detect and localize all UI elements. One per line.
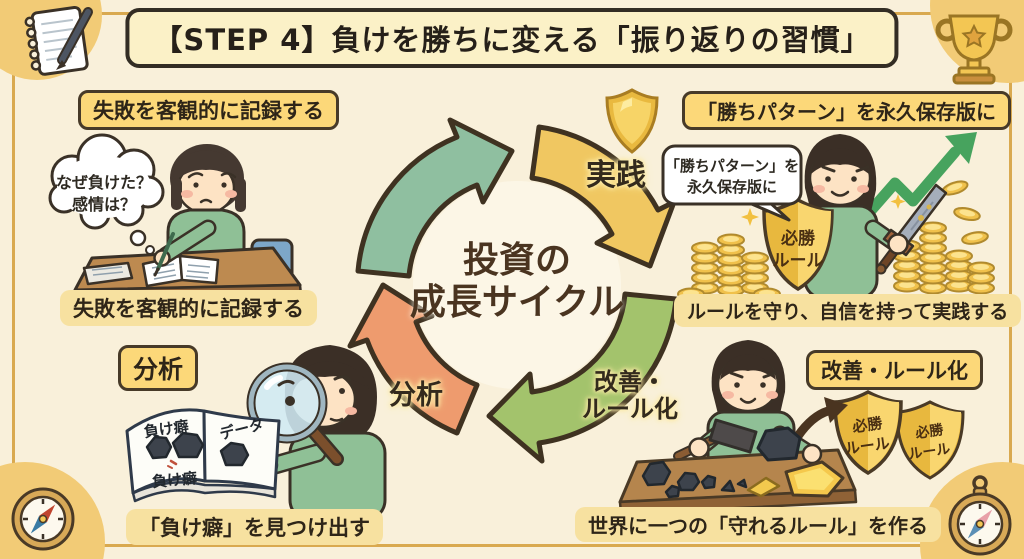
sword-hand — [887, 233, 909, 255]
stone-accent-marks — [167, 465, 173, 469]
shield2-text-line1: 必勝 — [913, 421, 945, 442]
coin-stack-left — [677, 233, 781, 301]
compass-icon — [11, 487, 75, 551]
thought-bubble: なぜ負けた？ 感情は？ — [48, 133, 165, 255]
person-analyzing — [265, 345, 387, 522]
pocket-compass-icon — [948, 475, 1012, 556]
sword — [875, 183, 948, 275]
cycle-arrow-improve — [486, 291, 679, 464]
analysis-badge: 分析 — [118, 345, 199, 391]
pen-icon — [56, 7, 93, 70]
speech-bubble: 「勝ちパターン」を 永久保存版に — [661, 144, 803, 222]
victory-shield: 必勝 ルール — [762, 198, 834, 292]
stone-carving — [756, 426, 802, 462]
hammer — [673, 418, 758, 461]
speech-text-line1: 「勝ちパターン」を — [665, 157, 799, 175]
sparkle-icon — [741, 208, 759, 226]
stone-accent-marks — [169, 459, 178, 466]
speech-text-line2: 永久保存版に — [686, 178, 777, 196]
magnified-eye — [285, 396, 295, 406]
open-book: 負け癖 データ 負け癖 — [125, 408, 281, 503]
cycle-label-improve-line1: 改善・ — [594, 368, 666, 396]
growth-cycle-diagram — [347, 117, 679, 464]
victory-shield-2: 必勝 ルール — [895, 400, 965, 480]
cycle-center-line2: 成長サイクル — [409, 282, 625, 324]
stone — [171, 431, 205, 459]
thought-text-line1: なぜ負けた？ — [56, 173, 152, 192]
improve-caption: 世界に一つの「守れるルール」を作る — [575, 507, 941, 542]
cycle-label-improve: 改善・ ルール化 — [582, 369, 678, 423]
shield2-text-line2: ルール — [908, 441, 952, 463]
cycle-center-line1: 投資の — [462, 240, 572, 281]
win-pattern-caption: ルールを守り、自信を持って実践する — [674, 294, 1022, 327]
cycle-arrow-record — [355, 117, 515, 279]
cycle-inner-bg — [413, 181, 621, 389]
cycle-label-improve-line2: ルール化 — [582, 394, 678, 423]
shield-text-line1: 必勝 — [780, 228, 816, 249]
hand-on-stone — [801, 443, 823, 465]
victory-shield-1: 必勝 ルール — [833, 390, 903, 476]
record-scene-illustration: なぜ負けた？ 感情は？ — [48, 133, 303, 302]
gold-fragments — [746, 460, 845, 498]
analysis-caption: 「負け癖」を見つけ出す — [126, 509, 383, 545]
improve-scene-illustration: 必勝 ルール 必勝 ルール — [618, 340, 965, 516]
memo-pad — [82, 261, 134, 286]
hammer-hand — [688, 437, 710, 459]
notebook-pen-icon — [24, 5, 93, 76]
shield-text-line2: ルール — [773, 251, 824, 271]
shield1-text-line1: 必勝 — [850, 414, 884, 436]
floating-coins — [939, 177, 990, 247]
stone-fragments — [641, 460, 748, 499]
rising-chart-arrow — [854, 132, 977, 229]
stone — [219, 441, 250, 467]
improve-badge: 改善・ルール化 — [806, 350, 983, 390]
pen-icon — [156, 232, 175, 271]
trophy-icon — [935, 14, 1013, 85]
writing-hand — [153, 219, 217, 277]
win-pattern-badge: 「勝ちパターン」を永久保存版に — [682, 91, 1011, 130]
cycle-label-practice: 実践 — [586, 158, 646, 193]
stone — [145, 435, 173, 460]
page-title: 【STEP 4】負けを勝ちに変える「振り返りの習慣」 — [125, 8, 899, 68]
record-badge: 失敗を客観的に記録する — [78, 90, 339, 130]
shield-icon — [605, 88, 659, 154]
person-writing — [166, 144, 246, 270]
book-label-losing-habit-2: 負け癖 — [151, 469, 197, 491]
cycle-arrow-analysis — [347, 282, 480, 436]
sweater — [288, 431, 387, 522]
sparkle-icon — [890, 194, 906, 209]
record-caption: 失敗を客観的に記録する — [60, 290, 317, 326]
transform-arrow — [793, 397, 848, 441]
cycle-label-analysis: 分析 — [389, 380, 443, 411]
thought-text-line2: 感情は？ — [72, 195, 136, 214]
analysis-scene-illustration: 負け癖 データ 負け癖 — [125, 345, 387, 522]
cycle-center-title: 投資の 成長サイクル — [410, 240, 624, 325]
win-pattern-scene-illustration: 必勝 ルール 「勝ちパターン」を 永久保存版に — [661, 132, 995, 301]
